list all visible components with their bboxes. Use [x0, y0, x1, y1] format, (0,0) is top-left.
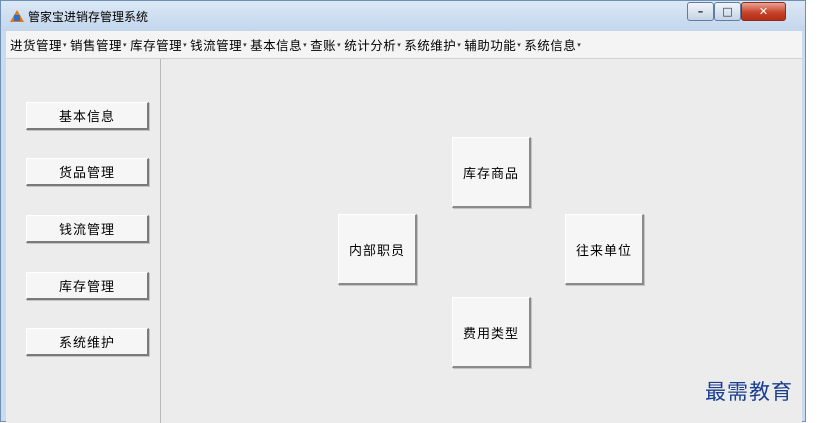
partner-units-button[interactable]: 往来单位: [565, 214, 644, 285]
close-icon: ✕: [758, 5, 769, 18]
menu-label: 查账: [310, 38, 337, 53]
minimize-button[interactable]: –: [687, 2, 714, 21]
menu-bar: 进货管理▾ 销售管理▾ 库存管理▾ 钱流管理▾ 基本信息▾ 查账 ▾ 统计分析▾…: [6, 31, 802, 59]
menu-statistics[interactable]: 统计分析▾: [344, 35, 401, 54]
button-label: 钱流管理: [58, 223, 115, 238]
menu-tools[interactable]: 辅助功能▾: [464, 35, 521, 54]
chevron-down-icon: ▾: [303, 40, 308, 49]
chevron-down-icon: ▾: [183, 40, 188, 49]
chevron-down-icon: ▾: [517, 40, 522, 49]
system-maintenance-button[interactable]: 系统维护: [26, 328, 149, 356]
basic-info-button[interactable]: 基本信息: [26, 102, 149, 130]
menu-label: 统计分析: [344, 38, 397, 53]
button-label: 往来单位: [575, 243, 632, 259]
chevron-down-icon: ▾: [63, 40, 68, 49]
app-logo-icon: [10, 10, 24, 22]
menu-label: 进货管理: [10, 38, 63, 53]
internal-staff-button[interactable]: 内部职员: [338, 214, 417, 285]
inventory-goods-button[interactable]: 库存商品: [452, 137, 531, 208]
button-label: 库存商品: [462, 166, 519, 182]
maximize-button[interactable]: □: [714, 2, 741, 21]
menu-label: 系统信息: [524, 38, 577, 53]
menu-label: 库存管理: [130, 38, 183, 53]
menu-cashflow[interactable]: 钱流管理▾: [190, 35, 247, 54]
app-window: 管家宝进销存管理系统 – □ ✕ 进货管理▾ 销售管理▾ 库存管理▾ 钱流管理▾…: [0, 0, 806, 423]
minimize-icon: –: [697, 5, 704, 18]
maximize-icon: □: [722, 5, 733, 18]
menu-purchase[interactable]: 进货管理▾: [10, 35, 67, 54]
menu-sales[interactable]: 销售管理▾: [70, 35, 127, 54]
client-area: 基本信息 货品管理 钱流管理 库存管理 系统维护 库存商品 内部职员: [6, 59, 802, 423]
window-title: 管家宝进销存管理系统: [28, 10, 149, 24]
cashflow-management-button[interactable]: 钱流管理: [26, 215, 149, 243]
close-button[interactable]: ✕: [741, 2, 786, 21]
menu-audit[interactable]: 查账 ▾: [310, 35, 341, 54]
button-label: 费用类型: [462, 326, 519, 342]
chevron-down-icon: ▾: [457, 40, 462, 49]
title-bar[interactable]: 管家宝进销存管理系统 – □ ✕: [1, 1, 805, 31]
chevron-down-icon: ▾: [577, 40, 582, 49]
button-label: 库存管理: [58, 280, 115, 295]
button-label: 内部职员: [348, 243, 405, 259]
chevron-down-icon: ▾: [397, 40, 402, 49]
expense-types-button[interactable]: 费用类型: [452, 297, 531, 368]
button-label: 货品管理: [58, 166, 115, 181]
main-panel: 库存商品 内部职员 往来单位 费用类型: [161, 59, 802, 423]
chevron-down-icon: ▾: [123, 40, 128, 49]
button-label: 系统维护: [58, 336, 115, 351]
chevron-down-icon: ▾: [337, 40, 342, 49]
button-label: 基本信息: [58, 110, 115, 125]
menu-label: 辅助功能: [464, 38, 517, 53]
menu-label: 基本信息: [250, 38, 303, 53]
menu-label: 系统维护: [404, 38, 457, 53]
menu-system-info[interactable]: 系统信息▾: [524, 35, 581, 54]
watermark: 最需教育: [705, 380, 793, 404]
sidebar: 基本信息 货品管理 钱流管理 库存管理 系统维护: [6, 59, 161, 423]
goods-management-button[interactable]: 货品管理: [26, 158, 149, 186]
chevron-down-icon: ▾: [243, 40, 248, 49]
inventory-management-button[interactable]: 库存管理: [26, 272, 149, 300]
menu-label: 钱流管理: [190, 38, 243, 53]
menu-inventory[interactable]: 库存管理▾: [130, 35, 187, 54]
menu-maintenance[interactable]: 系统维护▾: [404, 35, 461, 54]
menu-basic-info[interactable]: 基本信息▾: [250, 35, 307, 54]
menu-label: 销售管理: [70, 38, 123, 53]
